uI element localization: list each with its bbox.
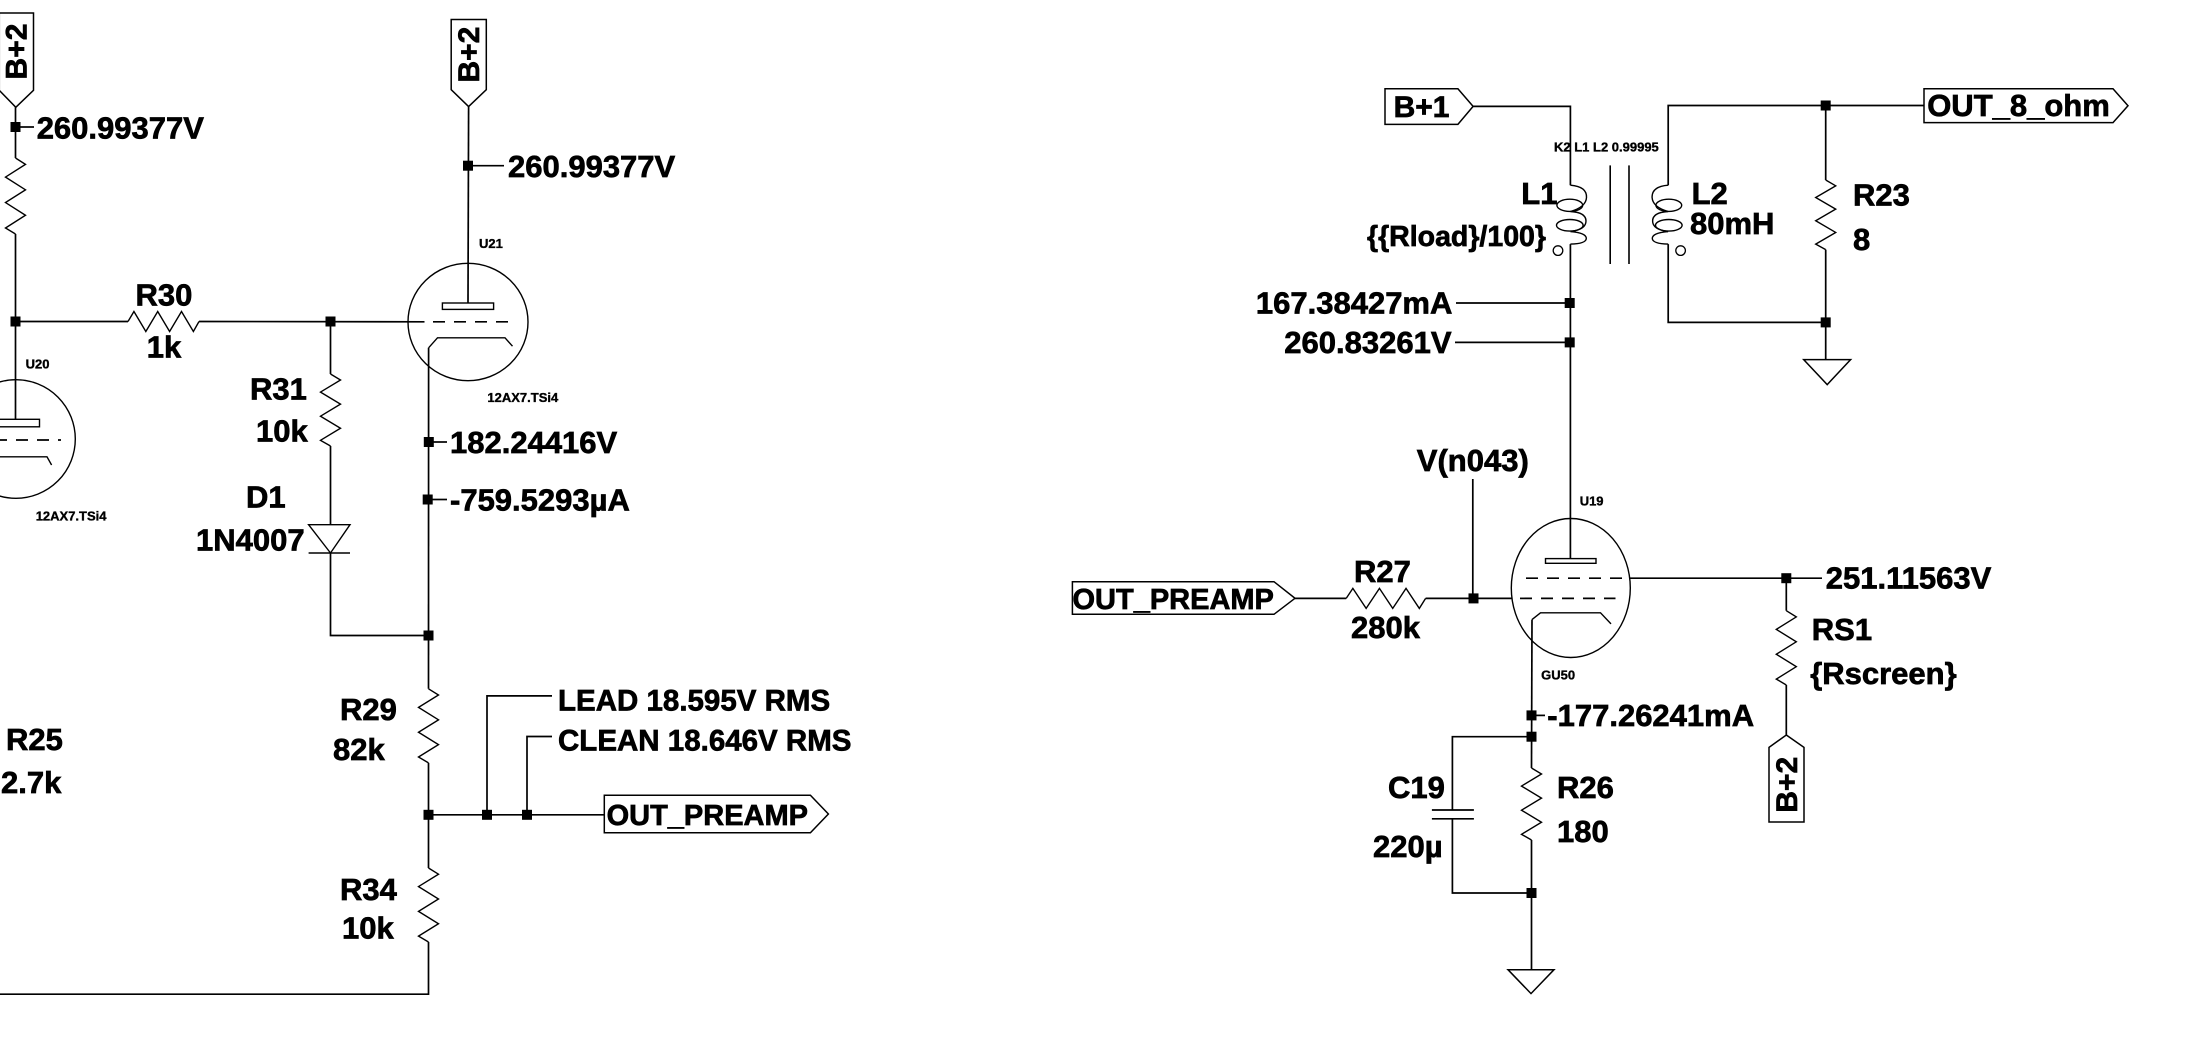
svg-text:-759.5293µA: -759.5293µA <box>450 483 630 518</box>
svg-text:180: 180 <box>1557 814 1609 849</box>
svg-text:260.99377V: 260.99377V <box>508 149 676 184</box>
svg-text:280k: 280k <box>1351 610 1421 645</box>
svg-text:R27: R27 <box>1354 554 1411 589</box>
svg-text:1N4007: 1N4007 <box>196 523 305 558</box>
svg-text:167.38427mA: 167.38427mA <box>1256 286 1453 321</box>
svg-text:-177.26241mA: -177.26241mA <box>1547 698 1754 733</box>
svg-text:R31: R31 <box>250 372 307 407</box>
svg-text:B+1: B+1 <box>1394 91 1450 124</box>
svg-text:R23: R23 <box>1853 178 1910 213</box>
svg-text:220µ: 220µ <box>1373 829 1443 864</box>
svg-text:OUT_8_ohm: OUT_8_ohm <box>1927 88 2110 123</box>
svg-text:C19: C19 <box>1388 770 1445 805</box>
svg-text:12AX7.TSi4: 12AX7.TSi4 <box>36 509 108 524</box>
svg-text:80mH: 80mH <box>1690 206 1774 241</box>
svg-text:L2: L2 <box>1692 176 1728 211</box>
svg-text:B+2: B+2 <box>1 24 34 80</box>
svg-text:R34: R34 <box>340 872 398 907</box>
svg-text:B+2: B+2 <box>1771 757 1804 813</box>
svg-text:CLEAN 18.646V RMS: CLEAN 18.646V RMS <box>558 725 851 758</box>
svg-text:260.83261V: 260.83261V <box>1284 325 1452 360</box>
svg-text:K2 L1 L2 0.99995: K2 L1 L2 0.99995 <box>1554 140 1659 155</box>
svg-text:B+2: B+2 <box>453 27 486 83</box>
svg-text:U20: U20 <box>26 357 50 372</box>
svg-text:R29: R29 <box>340 692 397 727</box>
svg-text:L1: L1 <box>1521 176 1557 211</box>
svg-text:R26: R26 <box>1557 770 1614 805</box>
svg-text:LEAD 18.595V RMS: LEAD 18.595V RMS <box>558 685 830 718</box>
svg-text:D1: D1 <box>246 480 286 515</box>
svg-text:10k: 10k <box>256 414 308 449</box>
svg-text:251.11563V: 251.11563V <box>1826 561 1992 596</box>
svg-text:{{Rload}/100}: {{Rload}/100} <box>1367 221 1546 253</box>
svg-text:RS1: RS1 <box>1812 612 1872 647</box>
svg-text:OUT_PREAMP: OUT_PREAMP <box>1072 584 1273 616</box>
svg-text:1k: 1k <box>147 330 182 365</box>
svg-text:R25: R25 <box>6 722 63 757</box>
svg-text:U21: U21 <box>479 236 503 251</box>
svg-text:GU50: GU50 <box>1541 667 1575 682</box>
svg-text:R30: R30 <box>136 278 193 313</box>
svg-text:U19: U19 <box>1580 493 1604 508</box>
svg-text:V(n043): V(n043) <box>1417 443 1529 478</box>
svg-text:260.99377V: 260.99377V <box>37 111 205 146</box>
svg-text:OUT_PREAMP: OUT_PREAMP <box>607 800 808 832</box>
svg-text:10k: 10k <box>342 911 394 946</box>
svg-text:{Rscreen}: {Rscreen} <box>1810 656 1956 691</box>
svg-text:182.24416V: 182.24416V <box>450 425 618 460</box>
svg-text:82k: 82k <box>333 732 385 767</box>
svg-text:12AX7.TSi4: 12AX7.TSi4 <box>487 390 559 405</box>
svg-text:2.7k: 2.7k <box>1 765 62 800</box>
svg-text:8: 8 <box>1853 222 1870 257</box>
